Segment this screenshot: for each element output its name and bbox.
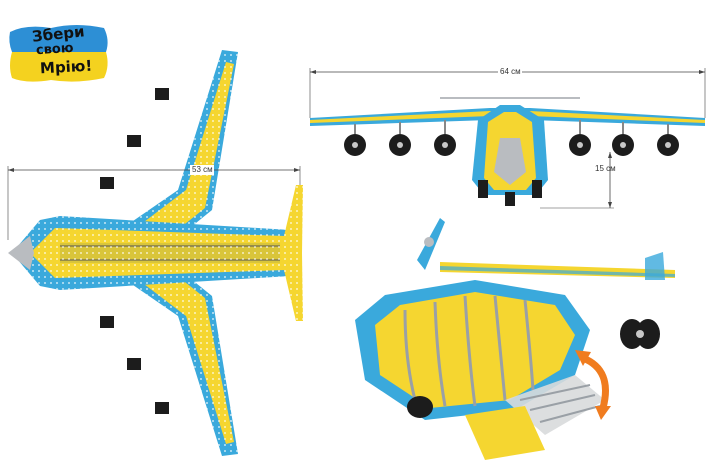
- front-view-width-label: 64 см: [500, 67, 521, 76]
- plane-perspective-drawing: [355, 218, 675, 460]
- logo-badge: [9, 25, 108, 82]
- logo: Збери свою Мрію!: [6, 22, 112, 84]
- top-view-width-label: 53 см: [192, 165, 213, 174]
- plane-front-view-drawing: [309, 67, 706, 209]
- plane-top-view-drawing: [7, 50, 303, 456]
- front-view-height-label: 15 см: [595, 164, 616, 173]
- plane-top-view: 53 см: [0, 40, 330, 473]
- plane-front-view: 64 см 15 см: [300, 60, 720, 220]
- plane-perspective-view: [345, 210, 720, 473]
